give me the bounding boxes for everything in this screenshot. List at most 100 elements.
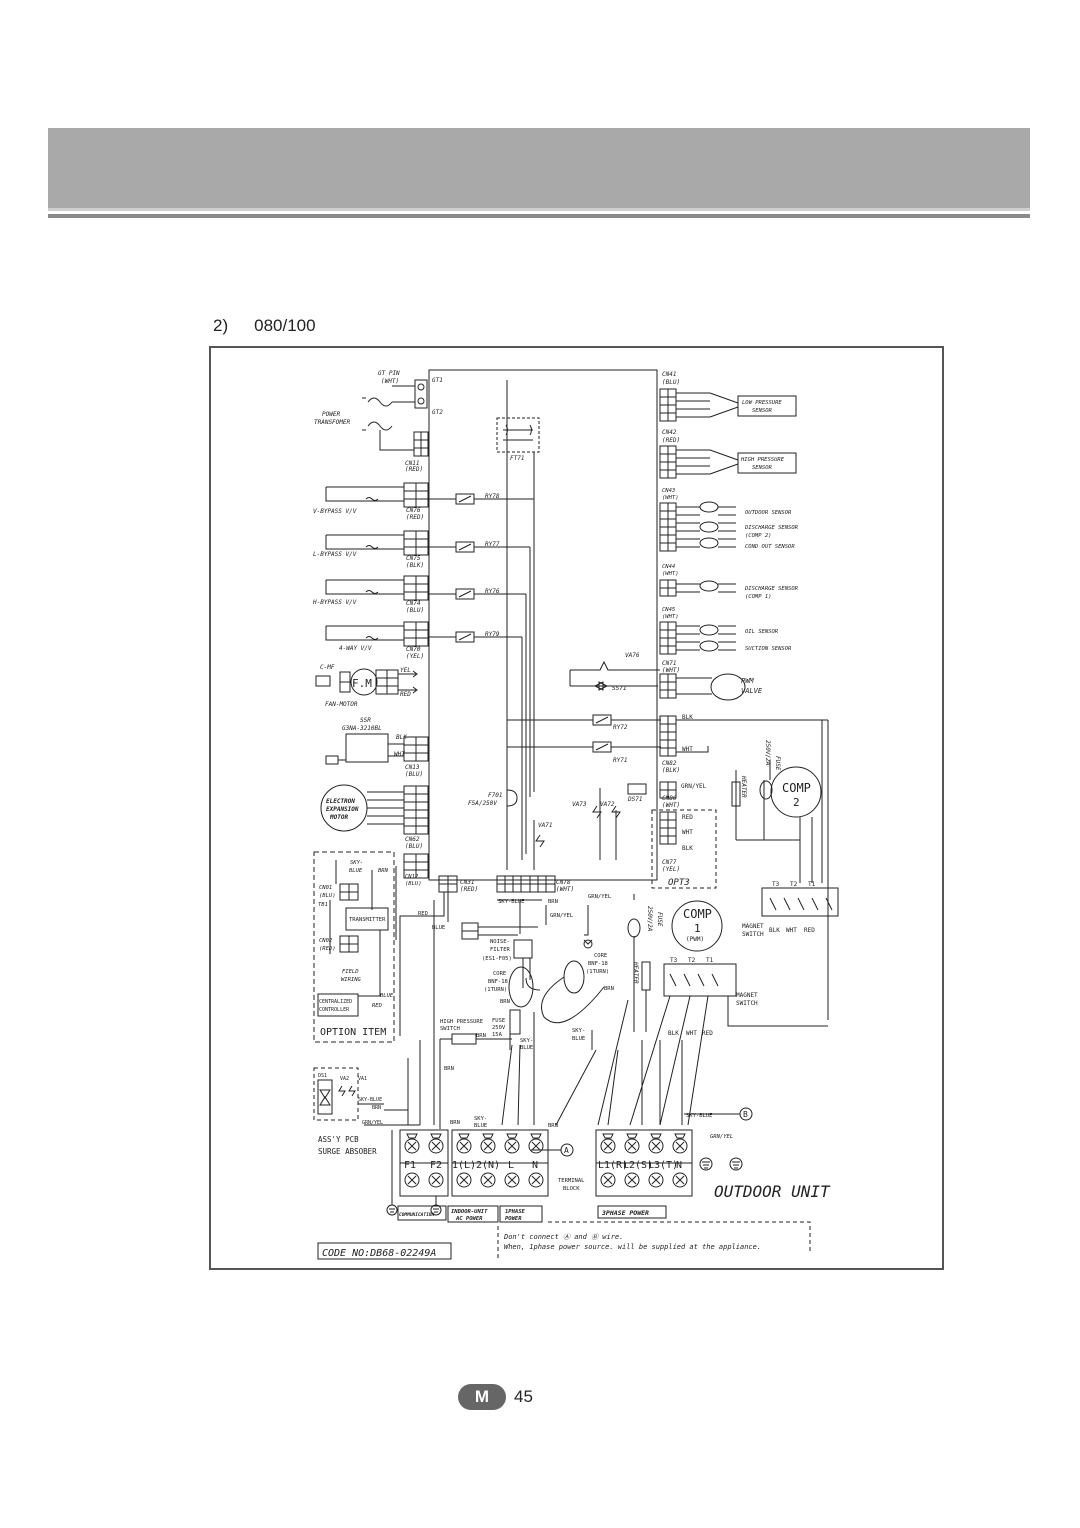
va73-label: VA73	[572, 801, 587, 808]
option-blue: BLUE	[349, 868, 363, 874]
wire-sky: SKY-	[520, 1038, 533, 1044]
f701-label: F701	[488, 792, 502, 799]
relay-ry78: RY78	[485, 493, 500, 500]
wire-blue: BLUE	[432, 925, 445, 931]
transformer-coil-icon	[367, 397, 393, 431]
section-title: 2)080/100	[213, 316, 316, 336]
valve-group-4way	[325, 621, 522, 647]
magnet-switch-2	[761, 887, 839, 917]
cn13-label: CN13	[405, 764, 420, 771]
valve-group-h-bypass	[325, 575, 526, 601]
surge-brn: BRN	[372, 1105, 381, 1111]
f701-rating: F5A/250V	[468, 800, 497, 807]
cn82-label: CN82	[662, 760, 677, 767]
middle-wiring	[407, 900, 828, 1129]
transformer-label: TRANSFOMER	[314, 419, 351, 426]
cmf-label: C-MF	[320, 664, 335, 671]
terminal-f1: F1	[404, 1160, 416, 1171]
gt2-label: GT2	[432, 409, 443, 416]
discharge-sensor-comp1-sub: (COMP 1)	[745, 594, 772, 600]
terminal-lug-icon	[602, 1133, 614, 1139]
ms1-red: RED	[702, 1030, 713, 1037]
es1-label: (ES1-F05)	[482, 956, 512, 962]
terminal-l1r: L1(R)	[598, 1160, 628, 1171]
comp1-heater: HEATER	[632, 961, 639, 984]
relay-ry79: RY79	[485, 631, 500, 638]
fan-motor-group	[315, 668, 418, 696]
header-divider	[48, 214, 1030, 218]
pressure-sensor-connectors	[659, 388, 797, 479]
high-pressure-label: HIGH PRESSURE	[740, 457, 785, 463]
valve-h-bypass-cn: CN74	[406, 600, 421, 607]
fan-motor-label: FAN-MOTOR	[325, 701, 358, 708]
terminal-lug-icon	[626, 1133, 638, 1139]
va1-label: VA1	[358, 1076, 367, 1082]
terminal-screw-cross	[483, 1141, 493, 1151]
opt3-label: OPT3	[668, 878, 690, 888]
centralized-label: CENTRALIZED	[319, 999, 352, 1005]
gt-pin-label: GT PIN	[378, 370, 400, 377]
assy-pcb-label: ASS'Y PCB	[318, 1135, 359, 1144]
code-box	[317, 1242, 452, 1260]
tb-grnyel: GRN/YEL	[710, 1134, 733, 1140]
ms1-t2: T2	[688, 957, 696, 964]
comp1-num: 1	[694, 922, 701, 935]
marker-leads	[531, 1113, 740, 1151]
valve-l-bypass-cn: CN75	[406, 555, 421, 562]
thermistor-connectors	[659, 502, 677, 655]
tb-skyblue: SKY-BLUE	[686, 1113, 713, 1119]
wire-blue2: BLUE	[520, 1045, 533, 1051]
terminal-blocks	[399, 1129, 693, 1197]
terminal-screw-icon	[456, 1138, 472, 1154]
cn77-color: (YEL)	[662, 866, 680, 873]
ms1-t1: T1	[706, 957, 714, 964]
cn31-label: CN31	[460, 879, 474, 886]
terminal-lug-icon	[530, 1133, 542, 1139]
surge-skyblue: SKY-BLUE	[358, 1097, 382, 1103]
discharge-sensor-comp1: DISCHARGE SENSOR	[744, 586, 799, 592]
transformer-wires	[362, 385, 415, 451]
indoor-unit-label: INDOOR-UNIT	[451, 1209, 488, 1215]
diagram-frame	[209, 346, 944, 1270]
ms1-t3: T3	[670, 957, 678, 964]
hps-label: HIGH PRESSURE	[440, 1019, 483, 1025]
valve-v-bypass-color: (RED)	[406, 514, 424, 521]
eev-group	[320, 784, 429, 835]
wire-brn-2: BRN	[604, 986, 614, 992]
ms2-blk: BLK	[769, 927, 780, 934]
transmitter-label: TRANSMITTER	[349, 917, 386, 923]
cn41-color: (BLU)	[662, 379, 680, 386]
tb-brn2: BRN	[548, 1123, 558, 1129]
valve-4way-cn: CN70	[406, 646, 421, 653]
opt-red: RED	[682, 814, 693, 821]
terminal-screws	[404, 1133, 688, 1188]
valve-h-bypass-label: H-BYPASS V/V	[312, 599, 357, 606]
ms2-t2: T2	[790, 881, 798, 888]
header-band	[48, 128, 1030, 208]
section-number: 2)	[213, 316, 229, 335]
valve-label: VALVE	[741, 687, 763, 695]
comp1-fuse-rating: 250V/2A	[646, 906, 653, 932]
valve-l-bypass-color: (BLK)	[406, 562, 424, 569]
header-divider-light	[48, 208, 1030, 211]
terminal-screw-icon	[600, 1138, 616, 1154]
ft71-label: FT71	[510, 455, 524, 462]
terminal-screw-icon	[504, 1172, 520, 1188]
eev-line3: MOTOR	[329, 814, 348, 821]
ac-power-label: AC POWER	[455, 1216, 483, 1222]
cn71-label: CN71	[662, 660, 676, 667]
terminal-screw-cross	[459, 1175, 469, 1185]
high-pressure-sensor: SENSOR	[752, 465, 773, 471]
terminal-screw-icon	[456, 1172, 472, 1188]
option-item-components	[317, 853, 429, 1017]
terminal-lug-icon	[674, 1133, 686, 1139]
comp1-group	[627, 894, 737, 1032]
terminal-screw-cross	[407, 1141, 417, 1151]
comp2-group	[731, 720, 823, 883]
ms2-t1: T1	[808, 881, 816, 888]
cn45-color: (WHT)	[662, 614, 679, 620]
va71-label: VA71	[538, 822, 552, 829]
hps-fuse-a: 15A	[492, 1032, 503, 1038]
wire-grnyel2: GRN/YEL	[550, 913, 574, 919]
